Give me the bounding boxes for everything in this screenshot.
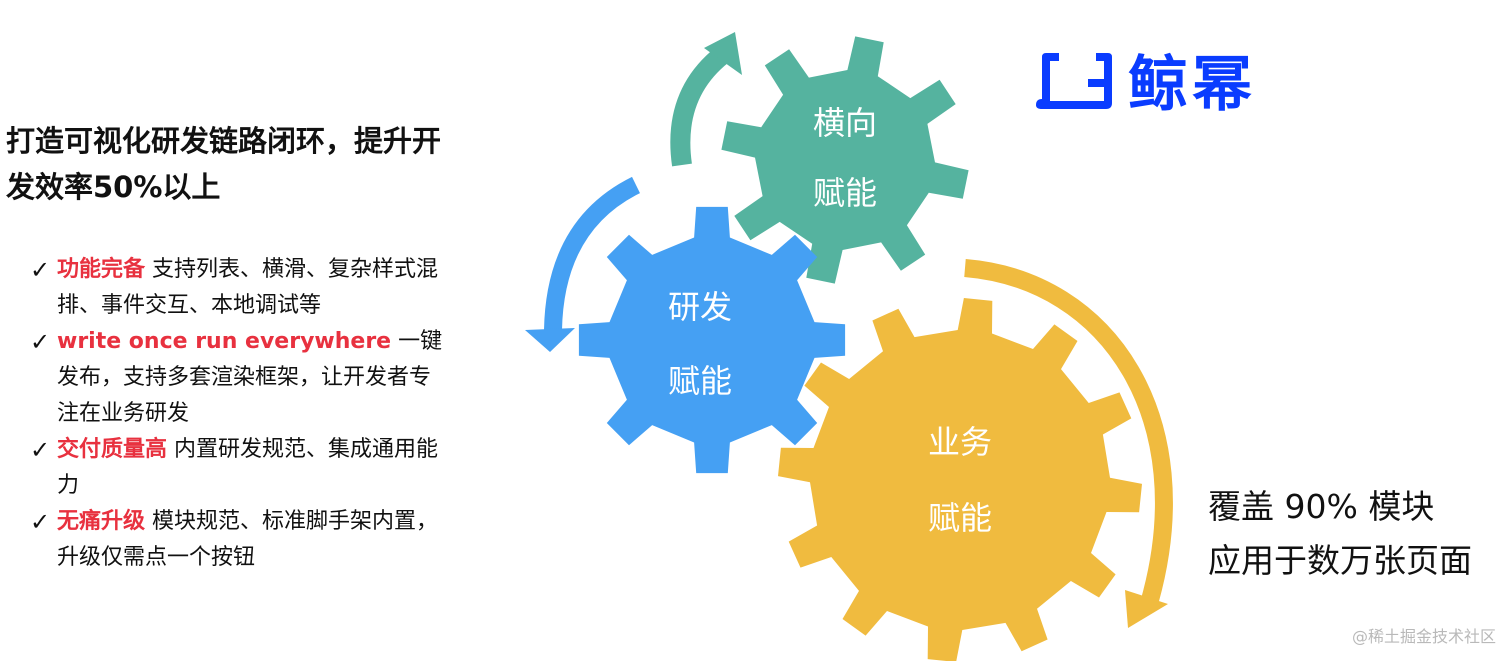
dev-gear-label: 研发 赋能 <box>650 270 750 418</box>
gear-label-line: 业务 <box>927 423 992 461</box>
feature-item: ✓无痛升级 模块规范、标准脚手架内置，升级仅需点一个按钮 <box>30 504 450 576</box>
yellow-arrow-arc <box>964 259 1173 603</box>
business-gear <box>778 298 1142 661</box>
coverage-line: 应用于数万张页面 <box>1208 541 1472 580</box>
feature-title: 无痛升级 <box>57 509 146 534</box>
coverage-line: 覆盖 90% 模块 <box>1208 487 1435 526</box>
feature-list: ✓功能完备 支持列表、横滑、复杂样式混排、事件交互、本地调试等 ✓write o… <box>30 252 450 576</box>
feature-text: 模块规范、标准脚手架内置，升级仅需点一个按钮 <box>57 509 439 570</box>
check-icon: ✓ <box>30 328 51 356</box>
gear-label-line: 赋能 <box>812 174 877 212</box>
feature-title: 功能完备 <box>57 257 146 282</box>
logo-text: 鲸幂 <box>1128 50 1256 120</box>
feature-text: 一键发布，支持多套渲染框架，让开发者专注在业务研发 <box>57 329 443 426</box>
feature-item: ✓交付质量高 内置研发规范、集成通用能力 <box>30 432 450 504</box>
feature-text: 内置研发规范、集成通用能力 <box>57 437 439 498</box>
watermark: @稀土掘金技术社区 <box>1351 627 1496 646</box>
feature-text: 支持列表、横滑、复杂样式混排、事件交互、本地调试等 <box>57 257 439 318</box>
horizontal-gear-label: 横向 赋能 <box>795 88 895 228</box>
feature-item: ✓write once run everywhere 一键发布，支持多套渲染框架… <box>30 324 450 432</box>
gear-label-line: 横向 <box>812 104 877 142</box>
check-icon: ✓ <box>30 256 51 284</box>
horizontal-gear <box>721 36 969 284</box>
check-icon: ✓ <box>30 508 51 536</box>
logo: 鲸幂 <box>1034 36 1256 123</box>
check-icon: ✓ <box>30 436 51 464</box>
headline: 打造可视化研发链路闭环，提升开发效率50%以上 <box>6 124 442 204</box>
gear-label-line: 赋能 <box>927 499 992 537</box>
feature-title: 交付质量高 <box>57 437 168 462</box>
gear-label-line: 研发 <box>667 288 732 326</box>
blue-arrow-head <box>525 328 575 352</box>
business-gear-label: 业务 赋能 <box>910 404 1010 556</box>
dev-gear <box>578 206 846 474</box>
blue-arrow-arc <box>544 176 641 331</box>
teal-arrow-head <box>704 32 742 75</box>
coverage-text: 覆盖 90% 模块 应用于数万张页面 <box>1208 480 1472 588</box>
teal-arrow-arc <box>670 47 729 167</box>
feature-title: write once run everywhere <box>57 329 392 354</box>
gear-label-line: 赋能 <box>667 362 732 400</box>
feature-item: ✓功能完备 支持列表、横滑、复杂样式混排、事件交互、本地调试等 <box>30 252 450 324</box>
logo-icon <box>1036 52 1112 109</box>
yellow-arrow-head <box>1125 590 1168 628</box>
